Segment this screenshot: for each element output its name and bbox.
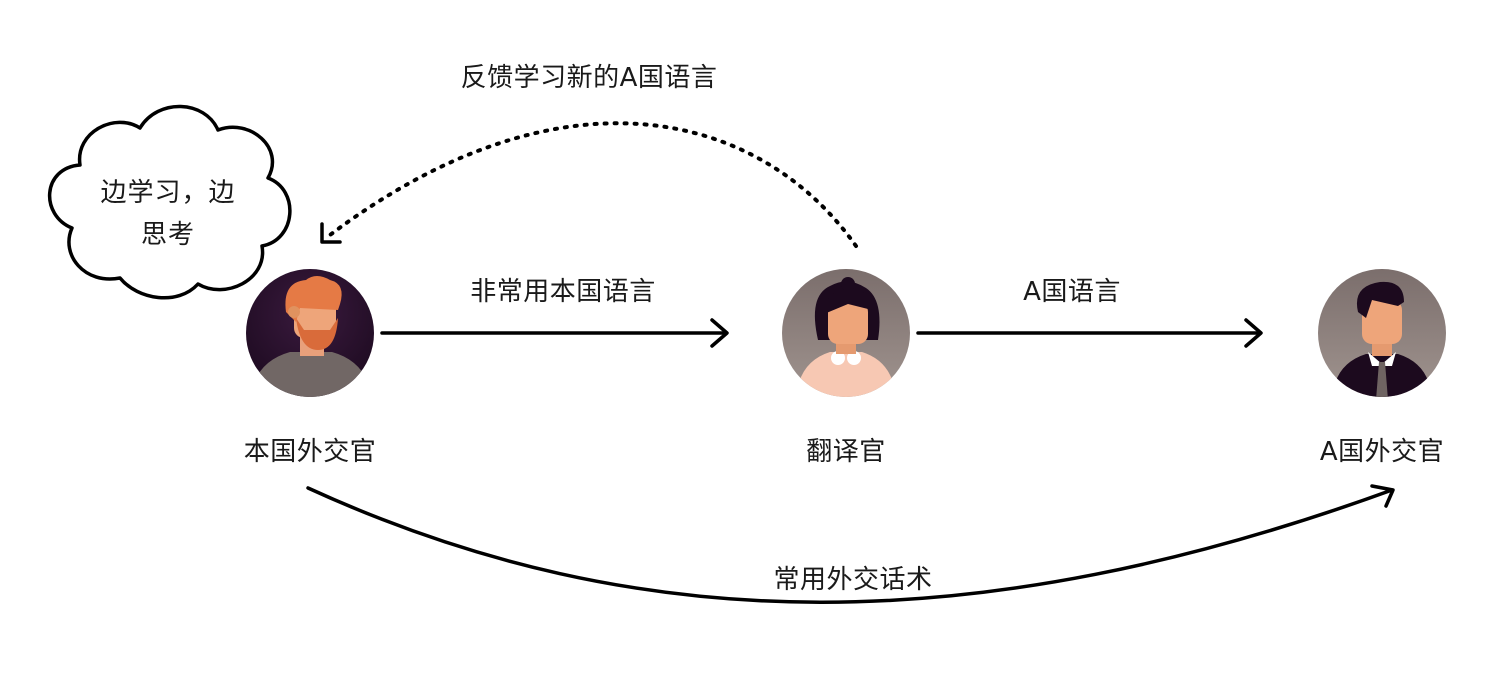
feedback-label: 反馈学习新的A国语言 xyxy=(461,62,718,94)
edge-feedback xyxy=(322,123,856,246)
local-diplomat-label: 本国外交官 xyxy=(244,436,377,468)
local-to-translator-label: 非常用本国语言 xyxy=(470,276,656,308)
thought-bubble-line-1: 边学习，边 xyxy=(95,172,241,214)
local-to-foreign-label: 常用外交话术 xyxy=(773,564,932,596)
local-diplomat-avatar xyxy=(246,269,374,400)
edge-local-to-translator xyxy=(382,320,727,346)
translator-avatar xyxy=(782,269,910,400)
translator-to-foreign-label: A国语言 xyxy=(1023,276,1121,308)
foreign-diplomat-avatar xyxy=(1318,269,1446,400)
translator-label: 翻译官 xyxy=(806,436,886,468)
foreign-diplomat-label: A国外交官 xyxy=(1320,436,1444,468)
thought-bubble-line-2: 思考 xyxy=(95,214,241,256)
edge-translator-to-foreign xyxy=(918,320,1261,346)
thought-bubble-text: 边学习，边思考 xyxy=(95,172,241,256)
